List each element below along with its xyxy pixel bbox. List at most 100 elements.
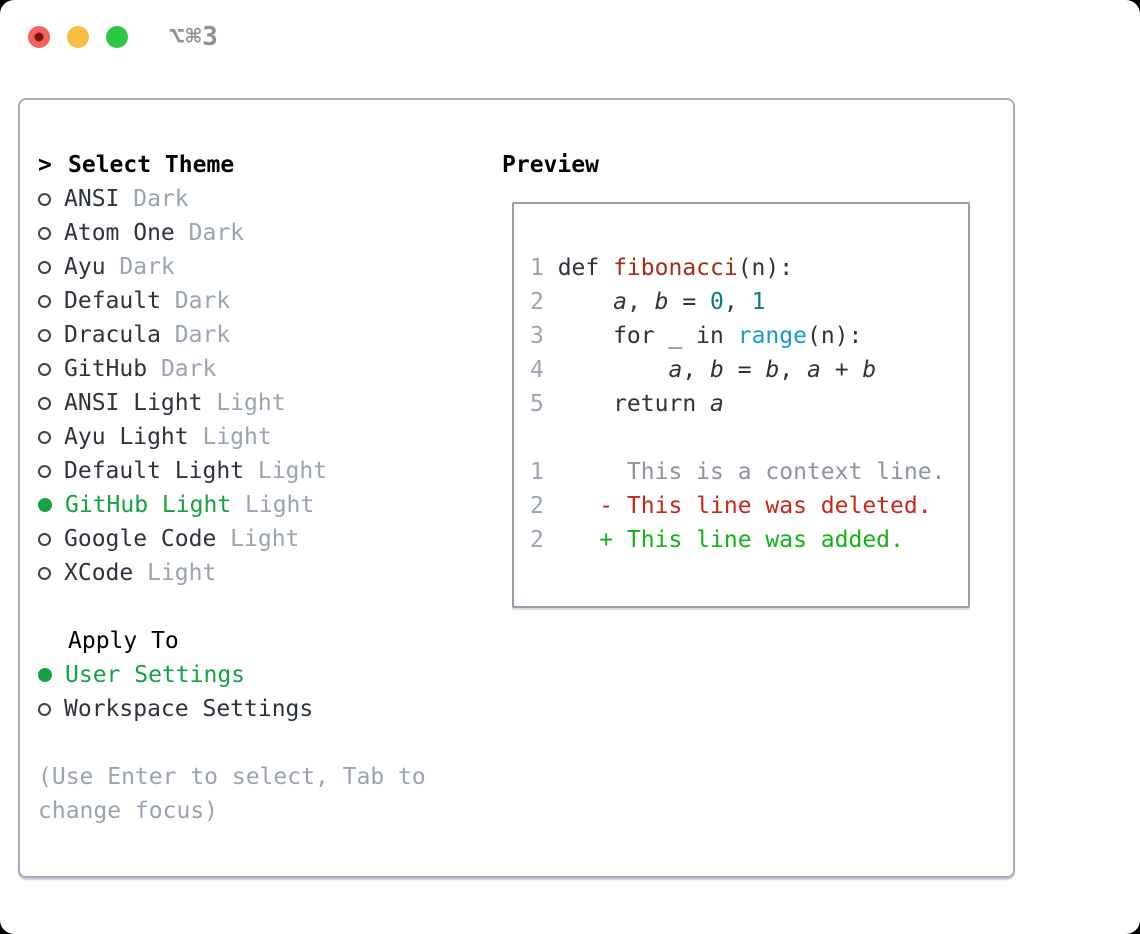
code-segment: b [765, 357, 780, 383]
code-segment: a [710, 391, 724, 417]
apply-option-user-settings[interactable]: User Settings [38, 658, 486, 692]
theme-name: GitHub Light [65, 492, 232, 518]
code-segment: , [682, 357, 711, 383]
theme-item-ayu[interactable]: Ayu Dark [38, 250, 486, 284]
theme-name: Dracula [64, 322, 161, 348]
theme-variant-tag: Light [257, 458, 328, 484]
theme-name: Google Code [64, 526, 217, 552]
code-segment: = [723, 357, 766, 383]
theme-item-xcode[interactable]: XCode Light [38, 556, 486, 590]
code-segment: a [613, 289, 627, 315]
theme-variant-tag: Dark [188, 220, 245, 246]
code-segment: 0 [710, 289, 724, 315]
theme-variant-tag: Light [245, 492, 315, 518]
theme-item-google-code[interactable]: Google Code Light [38, 522, 486, 556]
theme-variant-tag: Dark [174, 288, 231, 314]
code-segment: , [626, 289, 655, 315]
code-segment [558, 357, 669, 383]
theme-name: Default [64, 288, 161, 314]
code-segment: (n): [806, 323, 863, 349]
select-theme-header: >Select Theme [38, 148, 486, 182]
close-button[interactable] [28, 26, 50, 48]
window-controls [28, 26, 128, 48]
line-number: 5 [530, 391, 544, 417]
zoom-button[interactable] [106, 26, 128, 48]
apply-to-header-label: Apply To [68, 628, 179, 654]
code-segment: (n): [737, 255, 794, 281]
theme-variant-tag: Dark [160, 356, 217, 382]
focus-caret-icon: > [38, 152, 52, 178]
line-number: 2 [530, 527, 544, 553]
preview-line: 2 a, b = 0, 1 [530, 285, 968, 319]
theme-item-default[interactable]: Default Dark [38, 284, 486, 318]
code-segment [558, 527, 600, 553]
line-number: 2 [530, 289, 544, 315]
code-segment: 1 [751, 289, 766, 315]
preview-line: 4 a, b = b, a + b [530, 353, 968, 387]
radio-icon [38, 465, 51, 478]
code-segment: - This line was deleted. [599, 493, 932, 519]
preview-blank-line [530, 421, 968, 455]
apply-option-label: User Settings [65, 662, 246, 688]
radio-icon [38, 397, 51, 410]
code-segment [558, 493, 600, 519]
theme-item-github-light[interactable]: GitHub Light Light [38, 488, 486, 522]
unsaved-dot-icon [34, 32, 44, 42]
theme-variant-tag: Dark [119, 254, 175, 280]
help-text-line: change focus) [38, 798, 219, 824]
line-number: 1 [530, 459, 544, 485]
code-segment: in [696, 323, 738, 349]
code-segment: def [557, 255, 614, 281]
theme-item-default-light[interactable]: Default Light Light [38, 454, 486, 488]
theme-name: XCode [64, 560, 134, 586]
code-segment: range [737, 323, 807, 349]
theme-name: Atom One [64, 220, 175, 246]
apply-option-label: Workspace Settings [64, 696, 314, 722]
radio-icon [38, 567, 51, 580]
theme-item-ansi-light[interactable]: ANSI Light Light [38, 386, 486, 420]
apply-option-workspace-settings[interactable]: Workspace Settings [38, 692, 486, 726]
code-segment: return [613, 391, 711, 417]
radio-icon [38, 295, 51, 308]
code-segment: for [613, 323, 669, 349]
apply-to-header: Apply To [38, 624, 486, 658]
code-segment: a [807, 357, 821, 383]
code-segment: This is a context line. [557, 459, 946, 485]
line-number: 4 [530, 357, 544, 383]
radio-icon [38, 227, 51, 240]
radio-icon [38, 329, 51, 342]
radio-icon [38, 431, 51, 444]
theme-variant-tag: Light [216, 390, 286, 416]
code-segment [558, 323, 613, 349]
theme-variant-tag: Light [202, 424, 272, 450]
preview-line: 3 for _ in range(n): [530, 319, 968, 353]
preview-line: 5 return a [530, 387, 968, 421]
code-segment: a [668, 357, 683, 383]
theme-variant-tag: Light [147, 560, 217, 586]
theme-name: Ayu [64, 254, 106, 280]
theme-name: ANSI Light [64, 390, 203, 416]
theme-item-atom-one[interactable]: Atom One Dark [38, 216, 486, 250]
title-bar: ⌥⌘3 [0, 0, 1140, 74]
theme-name: Default Light [64, 458, 245, 484]
radio-icon [38, 193, 51, 206]
line-number: 3 [530, 323, 544, 349]
theme-variant-tag: Light [230, 526, 300, 552]
code-segment: + This line was added. [599, 527, 904, 553]
minimize-button[interactable] [67, 26, 89, 48]
code-segment: b [862, 357, 877, 383]
code-segment: fibonacci [613, 255, 738, 281]
